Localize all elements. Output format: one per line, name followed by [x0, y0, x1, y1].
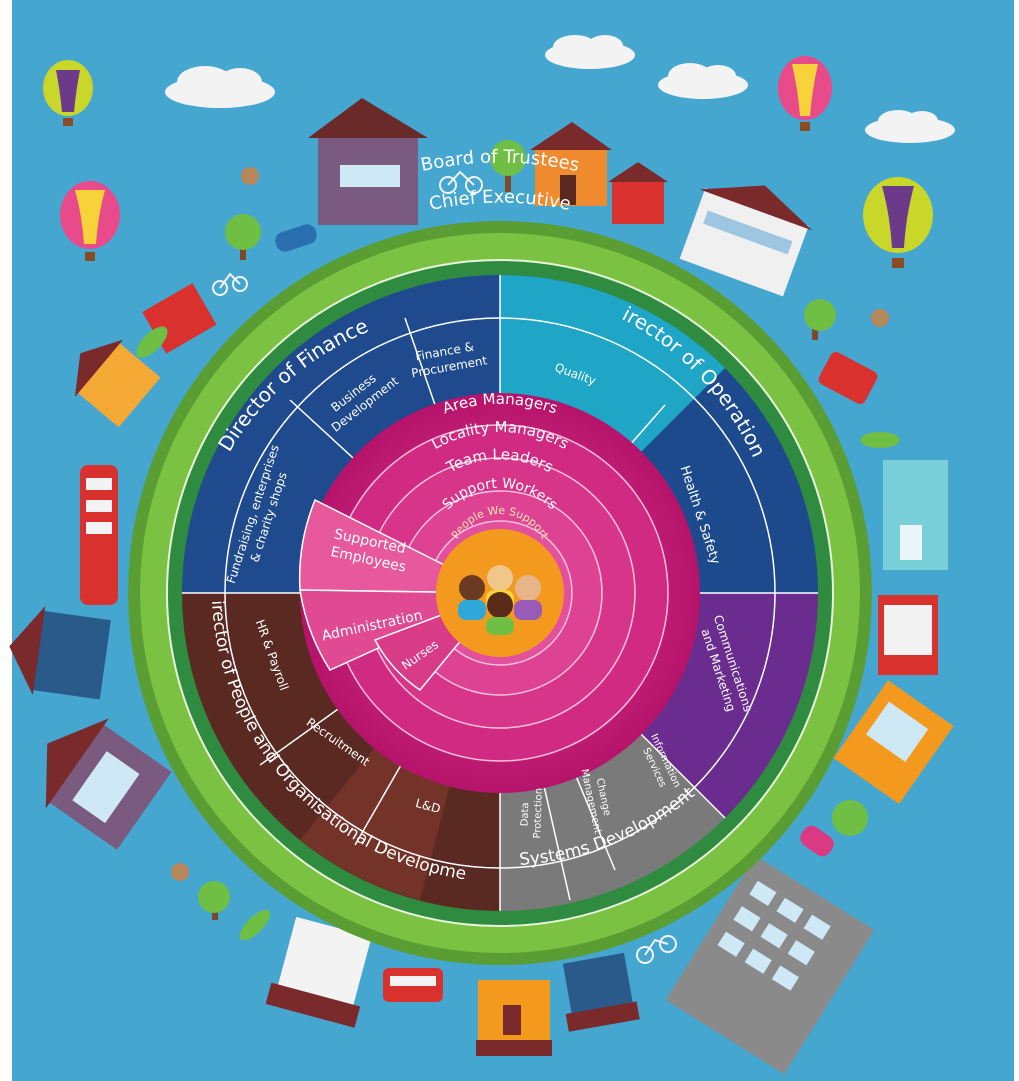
hot-air-balloon: [778, 56, 832, 131]
car: [800, 825, 834, 857]
lnd-label: L&D: [414, 796, 442, 816]
cloud: [865, 110, 955, 143]
bicycle: [212, 272, 248, 296]
cloud: [165, 66, 275, 108]
house: [608, 162, 668, 224]
house: [833, 680, 954, 804]
tree: [804, 299, 836, 340]
house: [562, 952, 640, 1032]
bus: [383, 968, 443, 1002]
bus: [80, 465, 118, 605]
bus: [818, 352, 878, 404]
house: [308, 98, 428, 225]
house: [74, 339, 161, 428]
house: [679, 185, 813, 297]
people-faces-icon: [458, 565, 542, 635]
house: [265, 916, 372, 1028]
house: [476, 980, 552, 1056]
tree: [198, 881, 230, 920]
tree: [136, 326, 168, 358]
ring-divider: [166, 259, 834, 927]
hot-air-balloon: [60, 181, 120, 261]
hot-air-balloon: [43, 60, 93, 126]
house: [530, 122, 612, 206]
car: [275, 224, 317, 252]
bird: [871, 309, 889, 327]
apartment-block: [665, 855, 875, 1075]
tree: [832, 800, 868, 836]
tree: [490, 140, 526, 192]
bicycle: [636, 935, 677, 964]
tree: [860, 432, 900, 448]
cloud: [658, 63, 748, 99]
house: [878, 595, 938, 675]
tree: [239, 909, 271, 941]
house: [883, 460, 948, 570]
hot-air-balloon: [863, 177, 933, 268]
bird: [171, 863, 189, 881]
tree: [225, 214, 261, 260]
bird: [241, 167, 259, 185]
house: [9, 606, 111, 700]
cloud: [545, 35, 635, 69]
house: [45, 718, 172, 850]
bicycle: [439, 170, 483, 194]
data-protection-label: Data Protection: [519, 787, 545, 838]
